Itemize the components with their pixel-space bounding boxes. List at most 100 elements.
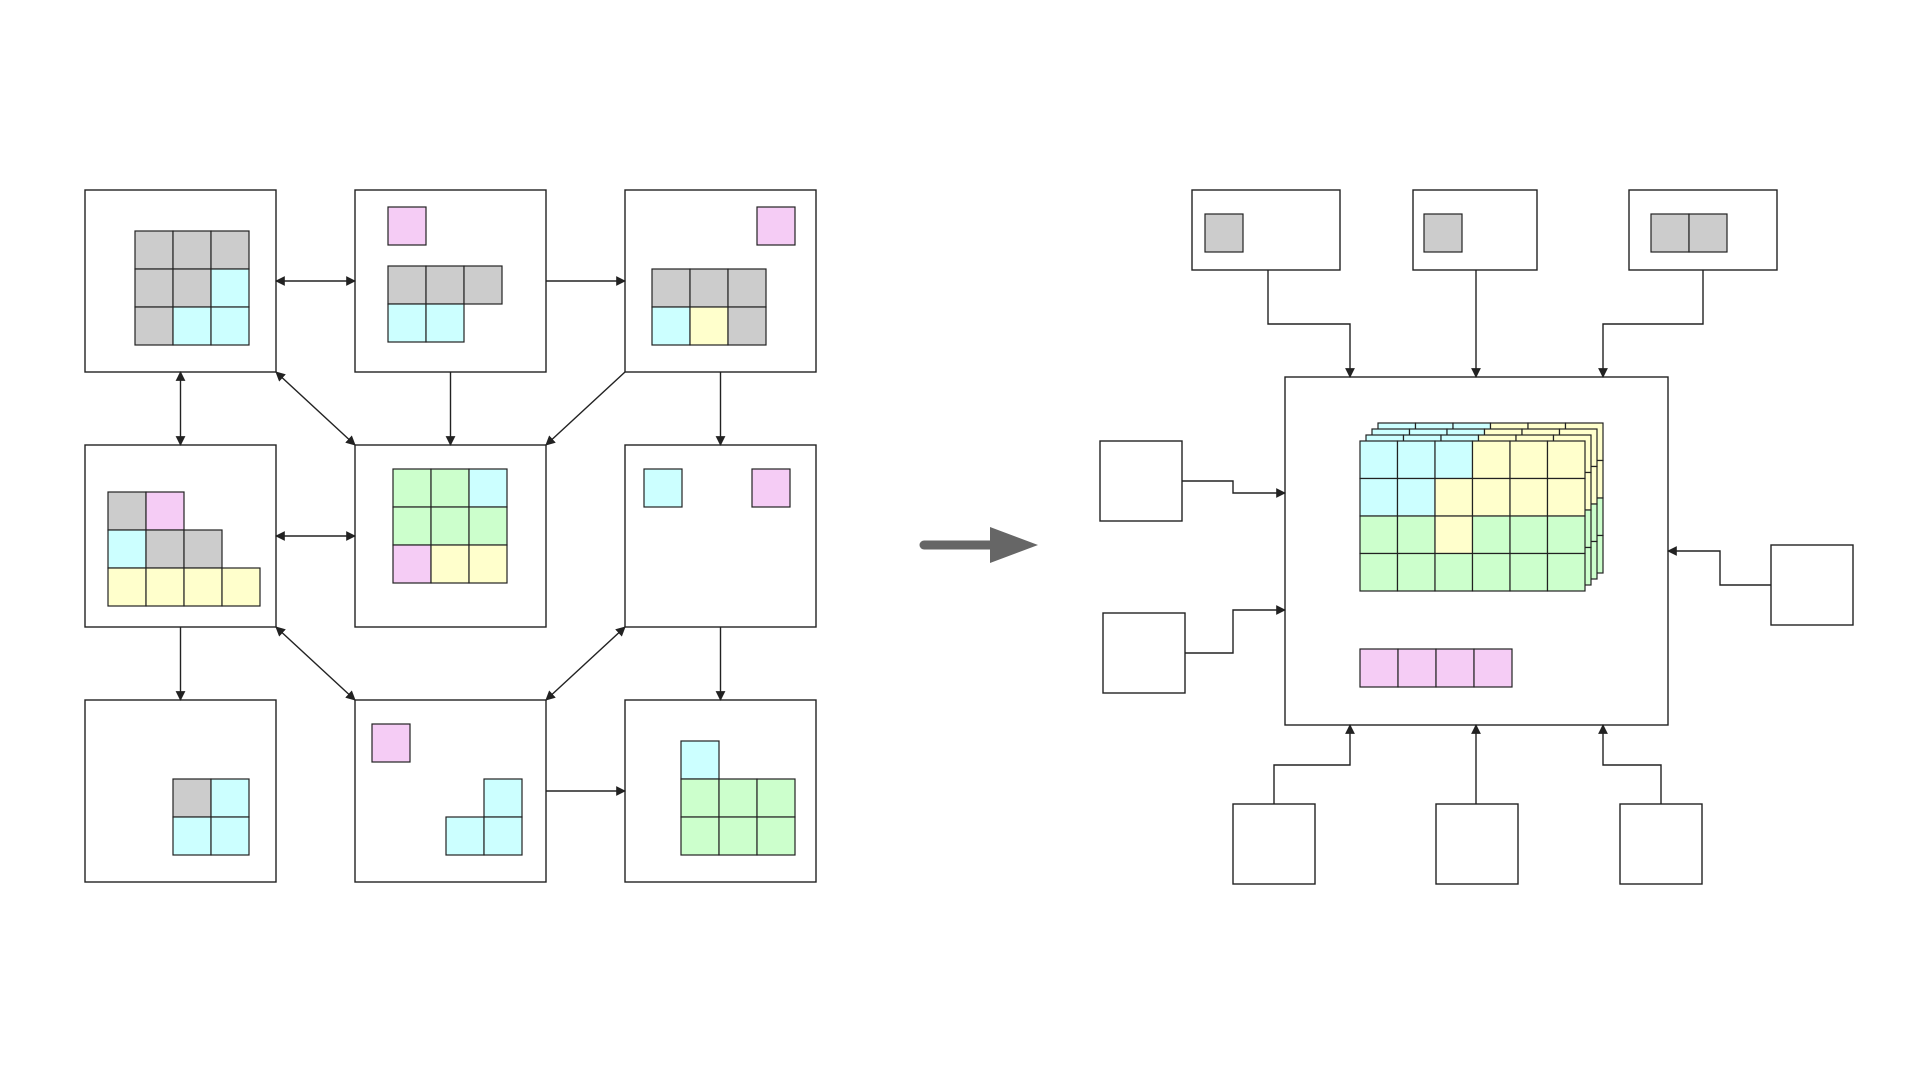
data-block-grid [134,230,250,346]
pink-data-cell [1397,648,1437,688]
cell-green [1359,515,1399,555]
cell-cyan [210,306,250,346]
input-node-top [1412,189,1538,378]
cell-yellow [1509,477,1549,517]
centralized-tensor-diagram [1099,189,1854,885]
input-box [1232,803,1316,885]
pink-data-cell [1435,648,1475,688]
cell-cyan [1434,440,1474,480]
cell-green [680,778,720,818]
input-node-top [1598,189,1778,378]
cell-yellow [1434,515,1474,555]
cell-green [1434,552,1474,592]
cell-cyan [425,303,465,343]
cell-green [430,468,470,508]
data-block-grid [392,468,508,584]
input-box [1435,803,1519,885]
input-link [1598,270,1704,378]
cell-gray [172,230,212,270]
cell-yellow [689,306,729,346]
cell-cyan [210,816,250,856]
cell-green [1509,515,1549,555]
cell-gray [425,265,465,305]
data-block-grid [680,740,796,856]
cell-pink [145,491,185,531]
input-link [1267,270,1355,378]
extra-data-cell [643,468,683,508]
processor-node [84,189,277,373]
cell-yellow [430,544,470,584]
cell-cyan [210,268,250,308]
pink-data-cell [1473,648,1513,688]
cell-yellow [1546,477,1586,517]
cell-cyan [210,778,250,818]
tensor-layer-grid [1359,440,1586,592]
cell-green [1546,515,1586,555]
cell-gray [107,491,147,531]
extra-data-cell [751,468,791,508]
input-node-side [1667,544,1854,626]
input-node-top [1191,189,1355,378]
cell-gray [134,230,174,270]
processor-node [84,699,277,883]
cell-gray [387,265,427,305]
processor-node [624,699,817,883]
input-gray-cell [1204,213,1244,253]
cell-green [718,816,758,856]
input-gray-cell [1688,213,1728,253]
cell-yellow [145,567,185,607]
cell-green [1396,552,1436,592]
tensor-front-layer [1359,440,1586,592]
processor-node [354,189,547,373]
cell-green [718,778,758,818]
cell-yellow [183,567,223,607]
cell-yellow [1471,440,1511,480]
data-block-grid [172,778,250,856]
cell-gray [134,306,174,346]
processor-node [624,444,817,628]
input-node-bottom [1232,724,1355,885]
cell-gray [727,268,767,308]
extra-data-cell [371,723,411,763]
cell-green [1359,552,1399,592]
cell-green [1546,552,1586,592]
cell-yellow [1546,440,1586,480]
input-link [1667,546,1771,586]
input-node-side [1102,605,1286,694]
cell-green [430,506,470,546]
data-block-grid [651,268,767,346]
input-link [1273,724,1355,804]
cell-gray [183,529,223,569]
cell-cyan [387,303,427,343]
transition-arrow-head [990,527,1038,563]
cell-yellow [1509,440,1549,480]
processor-node [84,444,277,628]
input-box [1102,612,1186,694]
cell-cyan [172,816,212,856]
processor-node [354,699,547,883]
cell-cyan [1359,477,1399,517]
bidirectional-link [275,371,356,446]
data-block-grid [107,491,261,607]
cell-cyan [651,306,691,346]
data-block-grid [445,778,523,856]
cell-gray [145,529,185,569]
cell-gray [172,268,212,308]
cell-cyan [483,816,523,856]
transition-arrow-group [919,527,1038,563]
cell-yellow [107,567,147,607]
cell-gray [210,230,250,270]
input-node-side [1099,440,1286,522]
input-gray-cell [1650,213,1690,253]
cell-yellow [1471,477,1511,517]
cell-green [1509,552,1549,592]
cell-cyan [107,529,147,569]
cell-green [1471,515,1511,555]
cell-cyan [483,778,523,818]
directed-link [545,371,626,446]
cell-green [756,816,796,856]
cell-green [1471,552,1511,592]
cell-cyan [1396,440,1436,480]
